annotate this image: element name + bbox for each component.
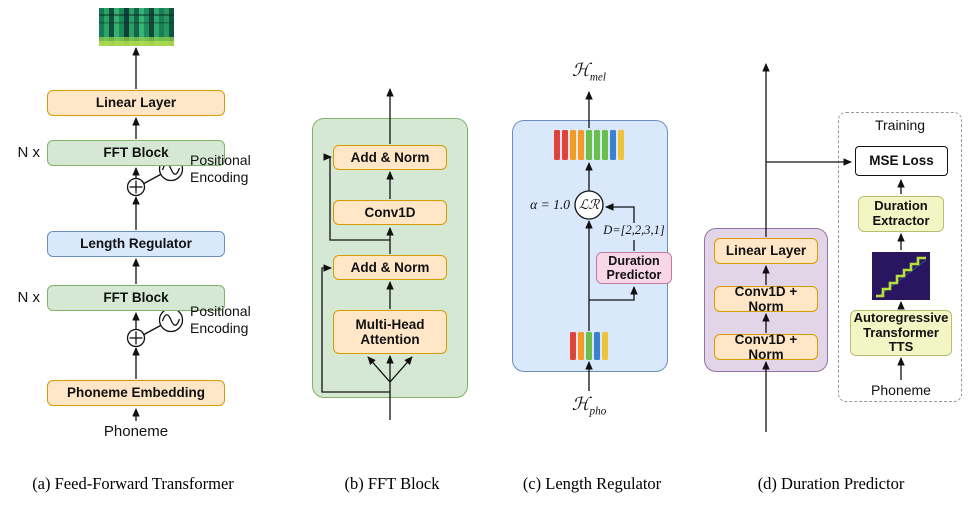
hidden-state-bar bbox=[618, 130, 624, 160]
add-icon bbox=[126, 328, 146, 348]
mse-loss-box: MSE Loss bbox=[855, 146, 948, 176]
hidden-state-bar bbox=[586, 332, 592, 360]
add-norm-top-box: Add & Norm bbox=[333, 145, 447, 170]
repeat-count-label: N x bbox=[17, 289, 41, 306]
sine-wave-icon bbox=[158, 307, 184, 333]
hidden-state-bar bbox=[586, 130, 592, 160]
caption-a: (a) Feed-Forward Transformer bbox=[32, 474, 234, 493]
h-pho-label: ℋpho bbox=[549, 394, 629, 419]
add-icon bbox=[126, 177, 146, 197]
h-pho-symbol: ℋ bbox=[571, 394, 590, 414]
phoneme-input-label: Phoneme bbox=[103, 423, 169, 440]
fft-block-lower-box: FFT Block bbox=[47, 285, 225, 311]
hidden-state-bar bbox=[602, 332, 608, 360]
lr-symbol: ℒℛ bbox=[578, 197, 600, 212]
alpha-label: α = 1.0 bbox=[530, 197, 570, 212]
phoneme-input-label-d: Phoneme bbox=[871, 382, 931, 398]
h-mel-label: ℋmel bbox=[549, 60, 629, 85]
hidden-state-bar bbox=[578, 332, 584, 360]
h-pho-subscript: pho bbox=[589, 405, 607, 418]
h-mel-subscript: mel bbox=[589, 71, 606, 84]
hidden-state-bar bbox=[602, 130, 608, 160]
conv1d-box: Conv1D bbox=[333, 200, 447, 225]
fft-block-upper-box: FFT Block bbox=[47, 140, 225, 166]
linear-layer-box: Linear Layer bbox=[47, 90, 225, 116]
phoneme-embedding-box: Phoneme Embedding bbox=[47, 380, 225, 406]
caption-d: (d) Duration Predictor bbox=[757, 474, 905, 493]
expanded-hidden-states bbox=[554, 130, 624, 160]
positional-encoding-label: Positional Encoding bbox=[190, 303, 251, 336]
caption-b: (b) FFT Block bbox=[344, 474, 440, 493]
hidden-state-bar bbox=[570, 332, 576, 360]
hidden-state-bar bbox=[594, 332, 600, 360]
alignment-matrix-image bbox=[872, 252, 930, 300]
duration-predictor-box: Duration Predictor bbox=[596, 252, 672, 284]
repeat-count-label: N x bbox=[17, 144, 41, 161]
hidden-state-bar bbox=[562, 130, 568, 160]
caption-c: (c) Length Regulator bbox=[522, 474, 662, 493]
h-mel-symbol: ℋ bbox=[572, 60, 590, 80]
duration-extractor-box: Duration Extractor bbox=[858, 196, 944, 232]
conv1d-norm-1-box: Conv1D + Norm bbox=[714, 284, 818, 314]
hidden-state-bar bbox=[594, 130, 600, 160]
conv1d-norm-2-box: Conv1D + Norm bbox=[714, 332, 818, 362]
autoregressive-tts-box: Autoregressive Transformer TTS bbox=[850, 310, 952, 356]
mel-spectrogram-image bbox=[99, 8, 174, 46]
training-label: Training bbox=[874, 117, 926, 133]
positional-encoding-label: Positional Encoding bbox=[190, 152, 251, 185]
multi-head-attention-box: Multi-Head Attention bbox=[333, 310, 447, 354]
hidden-state-bar bbox=[570, 130, 576, 160]
hidden-state-bar bbox=[610, 130, 616, 160]
add-norm-bottom-box: Add & Norm bbox=[333, 255, 447, 280]
length-regulator-box: Length Regulator bbox=[47, 231, 225, 257]
hidden-state-bar bbox=[578, 130, 584, 160]
linear-layer-d-box: Linear Layer bbox=[714, 238, 818, 264]
duration-values-label: D=[2,2,3,1] bbox=[603, 223, 665, 237]
phoneme-hidden-states bbox=[570, 332, 608, 360]
hidden-state-bar bbox=[554, 130, 560, 160]
